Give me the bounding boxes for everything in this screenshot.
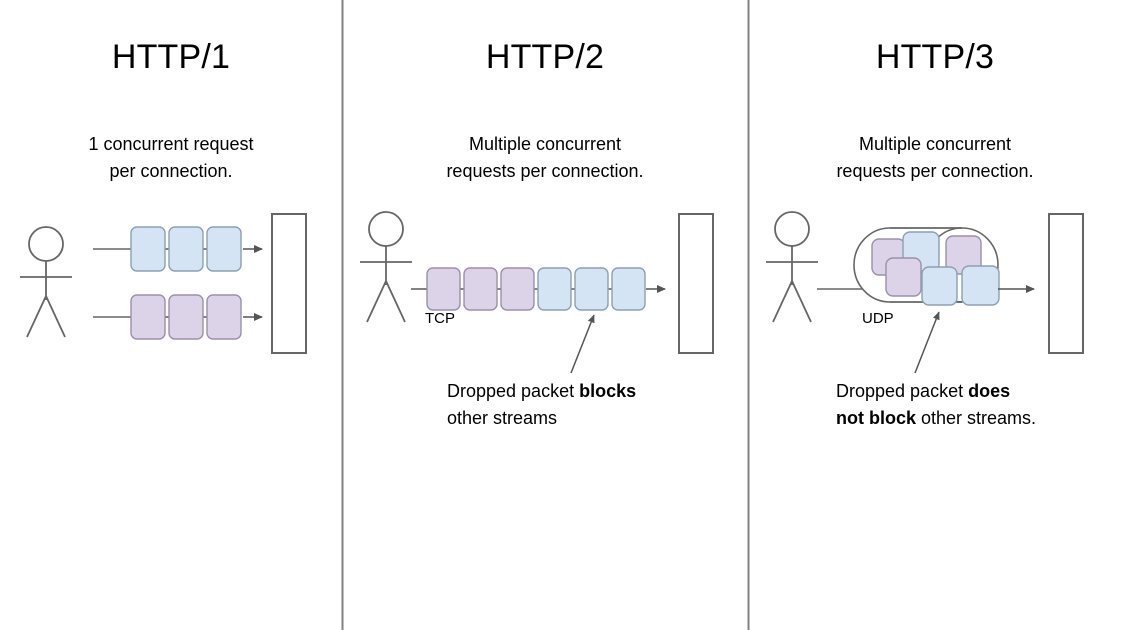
caption-text-plain: Dropped packet	[836, 381, 969, 401]
subtitle-line: 1 concurrent request	[88, 134, 254, 154]
column-title-http3: HTTP/3	[875, 38, 995, 76]
protocol-label-tcp: TCP	[425, 310, 455, 327]
http3-packets	[871, 231, 1000, 306]
caption-text-bold: blocks	[579, 381, 637, 401]
caption-text-bold: does	[968, 381, 1011, 401]
packet-box[interactable]	[885, 257, 922, 297]
http2-stream-multiplexed	[411, 267, 666, 311]
caption-text-bold: not block	[836, 408, 916, 428]
stick-figure-leg-left	[366, 280, 387, 323]
annotation-arrow-http3	[914, 311, 940, 374]
http1-client-figure	[20, 226, 72, 338]
caption-text-plain: Dropped packet	[447, 381, 580, 401]
packet-box[interactable]	[611, 267, 646, 311]
stick-figure-leg-left	[772, 280, 793, 323]
column-subtitle-http2: Multiple concurrent requests per connect…	[342, 131, 748, 185]
stick-figure-leg-right	[45, 295, 66, 338]
packet-box[interactable]	[463, 267, 498, 311]
caption-line-2: not block other streams.	[836, 405, 1122, 432]
caption-text-plain: other streams.	[916, 408, 1037, 428]
http1-stream-b	[93, 294, 263, 340]
packet-box[interactable]	[168, 226, 204, 272]
column-subtitle-http1: 1 concurrent request per connection.	[0, 131, 342, 185]
column-title-http2: HTTP/2	[485, 38, 605, 76]
server-box-http3[interactable]	[1048, 213, 1084, 354]
annotation-arrow-http2	[570, 314, 595, 374]
stick-figure-leg-right	[791, 280, 812, 323]
caption-line-1: Dropped packet does	[836, 378, 1122, 405]
http2-client-figure	[360, 211, 412, 323]
packet-box-dropped[interactable]	[574, 267, 609, 311]
subtitle-line: per connection.	[109, 161, 233, 181]
packet-box[interactable]	[426, 267, 461, 311]
server-box-http2[interactable]	[678, 213, 714, 354]
packet-box[interactable]	[206, 226, 242, 272]
stick-figure-head	[774, 211, 810, 247]
http1-stream-a	[93, 226, 263, 272]
stick-figure-head	[368, 211, 404, 247]
protocol-label-udp: UDP	[862, 310, 894, 327]
subtitle-line: requests per connection.	[446, 161, 644, 181]
caption-http3: Dropped packet does not block other stre…	[836, 378, 1122, 432]
packet-box[interactable]	[168, 294, 204, 340]
packet-box[interactable]	[206, 294, 242, 340]
caption-line-2: other streams	[447, 408, 558, 428]
stick-figure-leg-right	[385, 280, 406, 323]
stick-figure-leg-left	[26, 295, 47, 338]
packet-box[interactable]	[500, 267, 535, 311]
caption-line-1: Dropped packet blocks	[447, 378, 737, 405]
subtitle-line: requests per connection.	[836, 161, 1034, 181]
packet-box[interactable]	[537, 267, 572, 311]
subtitle-line: Multiple concurrent	[858, 134, 1012, 154]
packet-box-dropped[interactable]	[921, 266, 958, 306]
subtitle-line: Multiple concurrent	[468, 134, 622, 154]
column-title-http1: HTTP/1	[111, 38, 231, 76]
packet-box[interactable]	[130, 294, 166, 340]
http3-client-figure	[766, 211, 818, 323]
caption-http2: Dropped packet blocks other streams	[447, 378, 737, 432]
column-subtitle-http3: Multiple concurrent requests per connect…	[748, 131, 1122, 185]
server-box-http1[interactable]	[271, 213, 307, 354]
stick-figure-head	[28, 226, 64, 262]
cylinder-body	[853, 227, 962, 303]
packet-box[interactable]	[130, 226, 166, 272]
packet-box[interactable]	[961, 265, 1000, 306]
